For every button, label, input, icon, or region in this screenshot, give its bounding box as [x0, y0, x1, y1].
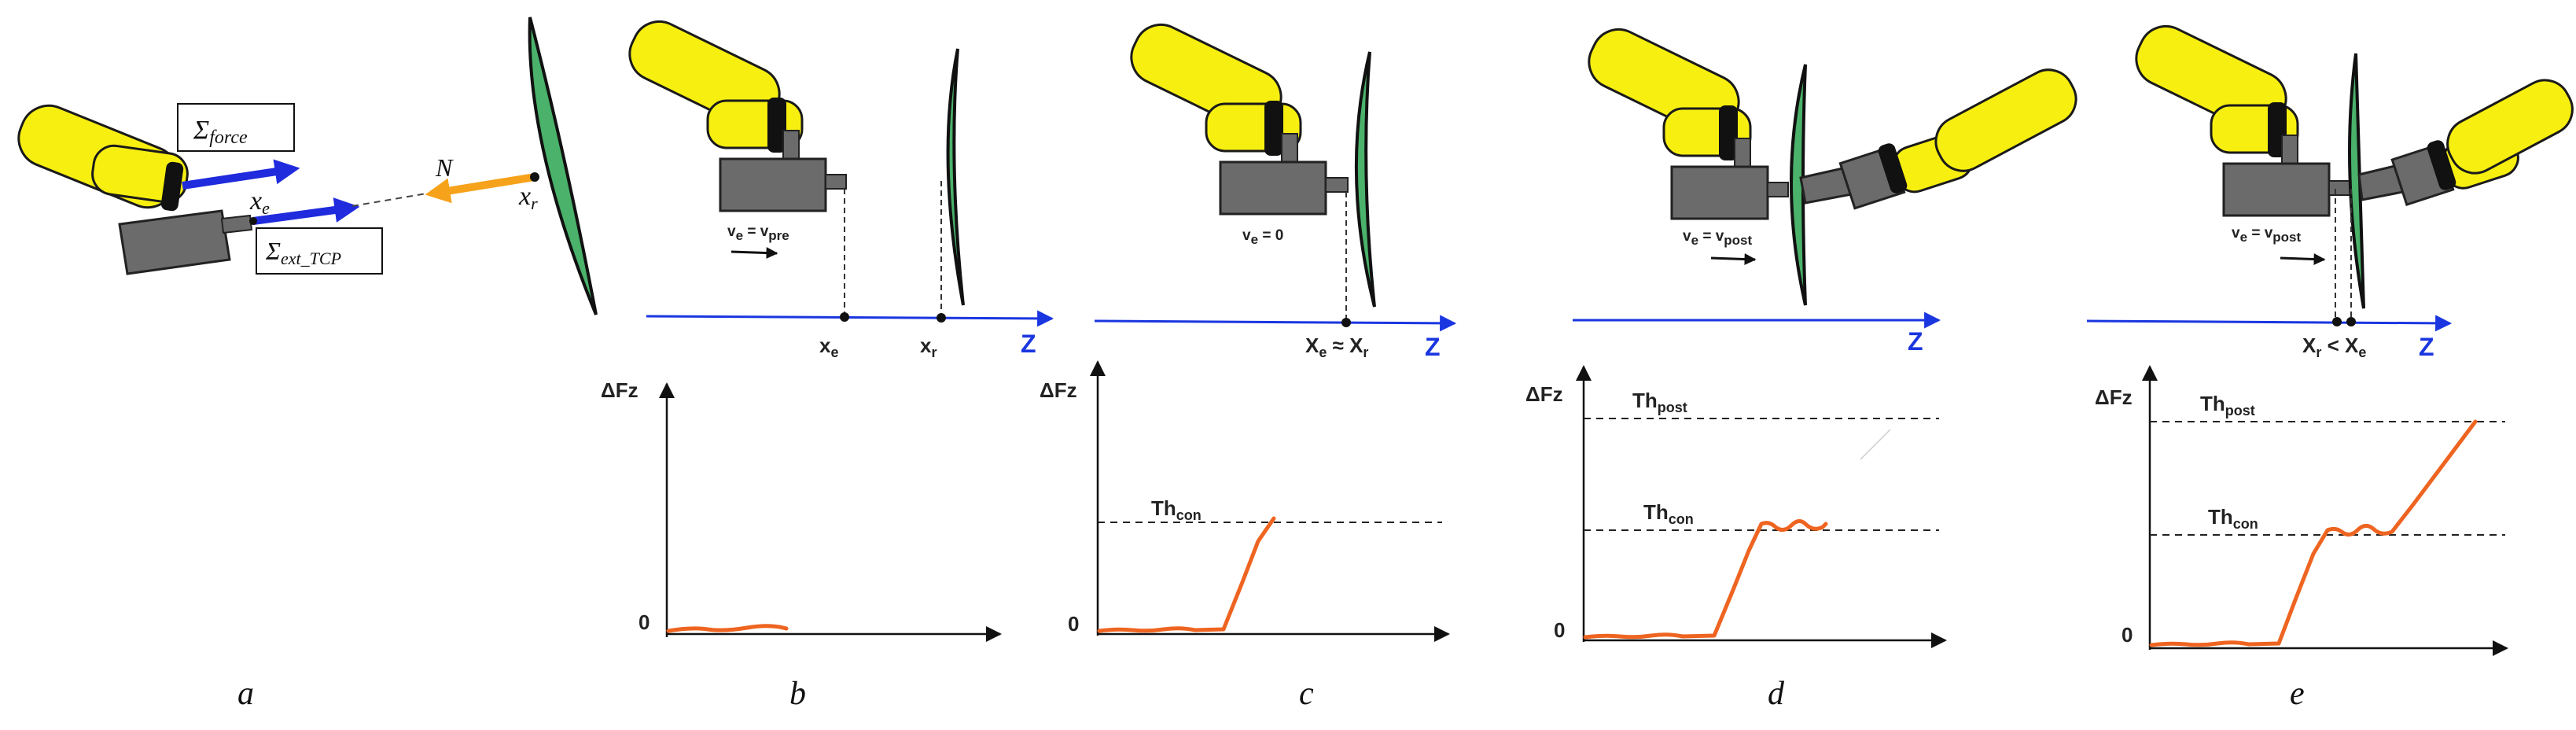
end-effector-tool-icon: [1670, 138, 1789, 220]
svg-text:Thpost: Thpost: [1632, 389, 1687, 415]
velocity-arrow-d: [1710, 253, 1757, 266]
svg-text:Σforce: Σforce: [193, 116, 248, 148]
robot-arm-icon: [1588, 28, 1752, 160]
z-label-c: Z: [1425, 333, 1441, 361]
svg-text:Thcon: Thcon: [1643, 500, 1694, 527]
zero-d: 0: [1554, 618, 1565, 642]
robot-arm-icon: [1130, 23, 1302, 156]
sigma-ext-label: Σ: [265, 237, 281, 265]
th-con-c: Th: [1151, 496, 1176, 520]
sigma-force-label: Σ: [193, 116, 209, 145]
z-axis-c: [1094, 315, 1457, 332]
svg-text:xe: xe: [249, 186, 270, 218]
th-post-d: Th: [1632, 389, 1658, 412]
svg-text:ve = 0: ve = 0: [1242, 227, 1283, 247]
robot-arm-icon: [2135, 24, 2299, 157]
panel-e: ve = vpost Xr < Xe Z ΔFz 0 Thpost Thcon …: [2086, 24, 2574, 712]
panel-d: ve = vpost Z ΔFz 0 Thpost Thcon d: [1525, 28, 2077, 712]
y-label-b: ΔFz: [601, 378, 638, 402]
force-curve-e: [2149, 419, 2478, 647]
caption-b: b: [789, 676, 806, 712]
contact-surface-icon: [1790, 64, 1807, 306]
velocity-arrow-b: [730, 247, 778, 260]
svg-text:xe: xe: [819, 334, 838, 360]
xe-label-a: x: [249, 186, 262, 216]
normal-arrow: [425, 173, 535, 204]
end-effector-tool-icon: [118, 209, 253, 275]
end-effector-tool-icon: [1219, 133, 1349, 216]
contact-normal-dashed: [351, 177, 520, 207]
pos-c: X: [1305, 334, 1319, 357]
xr-label-a: x: [518, 182, 531, 211]
th-con-d: Th: [1643, 500, 1669, 524]
sigma-force-box: [177, 103, 295, 152]
sigma-force-arrow: [182, 159, 300, 190]
svg-text:Σext_TCP: Σext_TCP: [265, 237, 341, 268]
caption-c: c: [1299, 676, 1314, 712]
robot-arm-icon: [628, 20, 804, 153]
contact-surface-icon: [528, 17, 598, 315]
zero-e: 0: [2122, 623, 2133, 647]
panel-b: ve = vpre xe xr Z ΔFz 0 b: [601, 20, 1054, 712]
svg-text:ve = vpost: ve = vpost: [2232, 225, 2302, 245]
robot-arm-icon: [1799, 68, 2077, 210]
panel-a: Σforce Σext_TCP xe xr N a: [17, 17, 598, 712]
contact-surface-icon: [946, 48, 965, 306]
robot-arm-icon: [2357, 79, 2574, 207]
svg-text:Xr < Xe: Xr < Xe: [2302, 334, 2366, 360]
sigma-force-sub: force: [209, 127, 248, 148]
force-curve-b: [666, 624, 789, 633]
pos-e: X: [2302, 334, 2317, 357]
normal-label: N: [435, 153, 454, 182]
th-con-e: Th: [2208, 505, 2233, 529]
svg-text:Thpost: Thpost: [2200, 392, 2255, 418]
sigma-ext-arrow: [252, 197, 360, 225]
th-post-e: Th: [2200, 392, 2225, 415]
svg-text:ve = vpre: ve = vpre: [727, 223, 789, 243]
caption-e: e: [2290, 676, 2305, 712]
force-curve-d: [1583, 519, 1828, 640]
svg-text:Thcon: Thcon: [1151, 496, 1202, 523]
svg-text:ve = vpost: ve = vpost: [1683, 228, 1753, 248]
zero-c: 0: [1068, 612, 1079, 636]
z-axis-e: [2086, 315, 2453, 332]
z-axis-b: [646, 310, 1054, 327]
y-label-c: ΔFz: [1040, 378, 1077, 402]
velocity-c: v: [1242, 227, 1251, 244]
sigma-ext-sub: ext_TCP: [281, 249, 341, 268]
y-label-d: ΔFz: [1525, 382, 1563, 406]
velocity-b: v: [727, 223, 736, 240]
end-effector-tool-icon: [2222, 135, 2352, 217]
xe-sub-a: e: [262, 198, 270, 218]
force-curve-c: [1097, 516, 1276, 633]
velocity-e: v: [2232, 225, 2240, 241]
z-label-e: Z: [2419, 333, 2434, 361]
contact-surface-icon: [2348, 53, 2365, 309]
svg-text:Xe ≈ Xr: Xe ≈ Xr: [1305, 334, 1368, 360]
panel-c: ve = 0 Xe ≈ Xr Z ΔFz 0 Thcon c: [1040, 23, 1457, 712]
robot-arm-icon: [17, 104, 189, 212]
svg-text:xr: xr: [518, 182, 538, 213]
caption-d: d: [1768, 676, 1785, 712]
caption-a: a: [237, 676, 254, 712]
z-label-b: Z: [1021, 330, 1036, 358]
svg-text:xr: xr: [920, 334, 937, 360]
sigma-ext-box: [256, 227, 383, 275]
velocity-arrow-e: [2280, 253, 2326, 266]
y-label-e: ΔFz: [2095, 385, 2133, 409]
xr-label-b: x: [920, 334, 932, 357]
velocity-d: v: [1683, 228, 1691, 245]
zero-b: 0: [638, 610, 650, 634]
end-effector-tool-icon: [719, 130, 847, 212]
contact-surface-icon: [1354, 51, 1376, 308]
svg-text:Thcon: Thcon: [2208, 505, 2258, 532]
z-label-d: Z: [1908, 327, 1923, 356]
xr-sub-a: r: [531, 194, 538, 213]
xe-label-b: x: [819, 334, 831, 357]
